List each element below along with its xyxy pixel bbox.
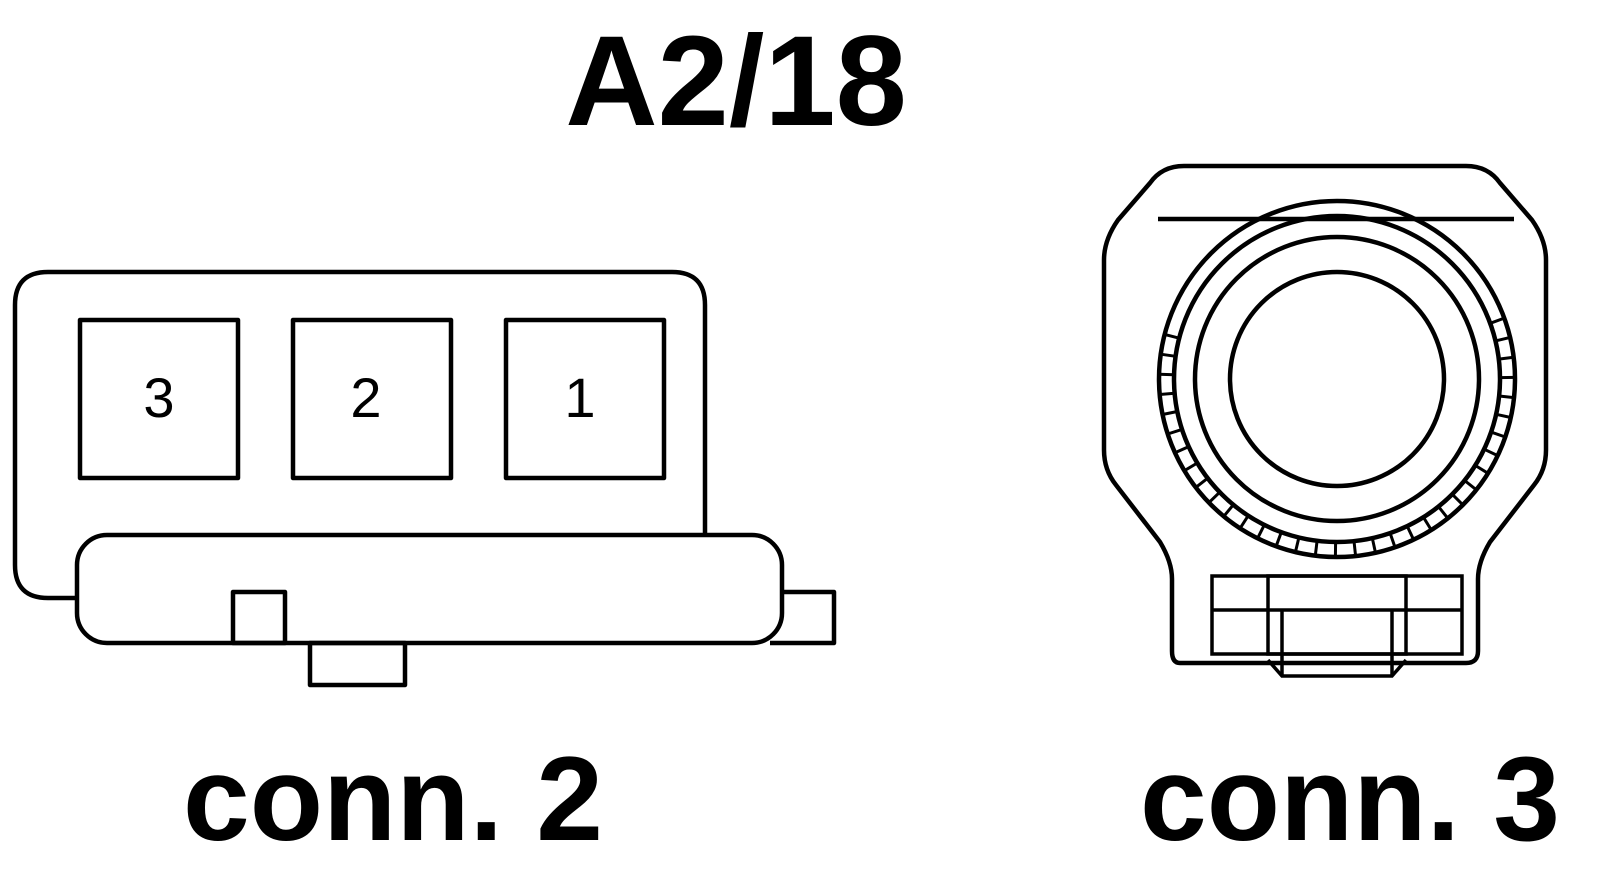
connector-3-knurl-ring — [1159, 316, 1516, 558]
knurl-tick — [1451, 493, 1464, 506]
knurl-tick — [1167, 427, 1183, 436]
connector-3-inner-socket — [1227, 269, 1447, 489]
connector-2-pin-2: 2 — [290, 317, 454, 481]
connector-3-outer-ring — [1156, 198, 1518, 560]
knurl-tick — [1474, 464, 1489, 475]
knurl-tick — [1222, 503, 1235, 518]
knurl-tick — [1293, 537, 1301, 553]
knurl-tick — [1207, 491, 1221, 504]
knurl-tick — [1463, 479, 1478, 491]
knurl-tick — [1405, 525, 1415, 541]
connector-2-latch — [74, 532, 785, 646]
knurl-tick — [1160, 352, 1176, 358]
pin-label: 2 — [350, 366, 381, 429]
knurl-tick — [1498, 394, 1515, 400]
knurl-tick — [1183, 461, 1199, 472]
connector-2-housing — [12, 269, 708, 601]
knurl-tick — [1498, 355, 1514, 361]
connector-2-bottom-tab — [307, 640, 408, 688]
connector-3-middle-ring — [1192, 234, 1482, 524]
connector-2-latch-tab — [230, 589, 288, 646]
knurl-tick — [1352, 540, 1358, 557]
knurl-tick — [1388, 532, 1397, 548]
knurl-tick — [1483, 447, 1499, 457]
knurl-tick — [1194, 477, 1209, 489]
knurl-tick — [1162, 410, 1178, 416]
knurl-tick — [1274, 531, 1283, 547]
knurl-tick — [1437, 505, 1449, 520]
knurl-tick — [1238, 514, 1250, 530]
knurl-tick — [1159, 391, 1175, 396]
knurl-tick — [1174, 445, 1190, 455]
pin-label: 1 — [564, 366, 595, 429]
knurl-tick — [1489, 316, 1505, 325]
knurl-tick — [1370, 537, 1377, 554]
knurl-tick — [1495, 335, 1511, 343]
knurl-tick — [1164, 332, 1180, 340]
connector-2-pin-3: 3 — [77, 317, 241, 481]
knurl-tick — [1422, 516, 1433, 531]
knurl-tick — [1495, 412, 1512, 419]
pin-label: 3 — [143, 366, 174, 429]
connector-2-right-tab — [770, 589, 837, 646]
connector-3-label: conn. 3 — [1140, 732, 1560, 866]
knurl-tick — [1256, 524, 1266, 539]
knurl-tick — [1490, 430, 1506, 439]
connector-3-housing — [1101, 163, 1549, 666]
connector-3 — [1101, 163, 1549, 678]
connector-2: 3 2 1 — [12, 269, 837, 688]
connector-3-latch — [1210, 574, 1464, 678]
diagram-title: A2/18 — [565, 10, 907, 153]
connector-2-label: conn. 2 — [183, 732, 603, 866]
knurl-tick — [1313, 540, 1319, 556]
connector-2-pin-1: 1 — [503, 317, 667, 481]
connector-3-ring-inner-edge — [1171, 213, 1503, 545]
